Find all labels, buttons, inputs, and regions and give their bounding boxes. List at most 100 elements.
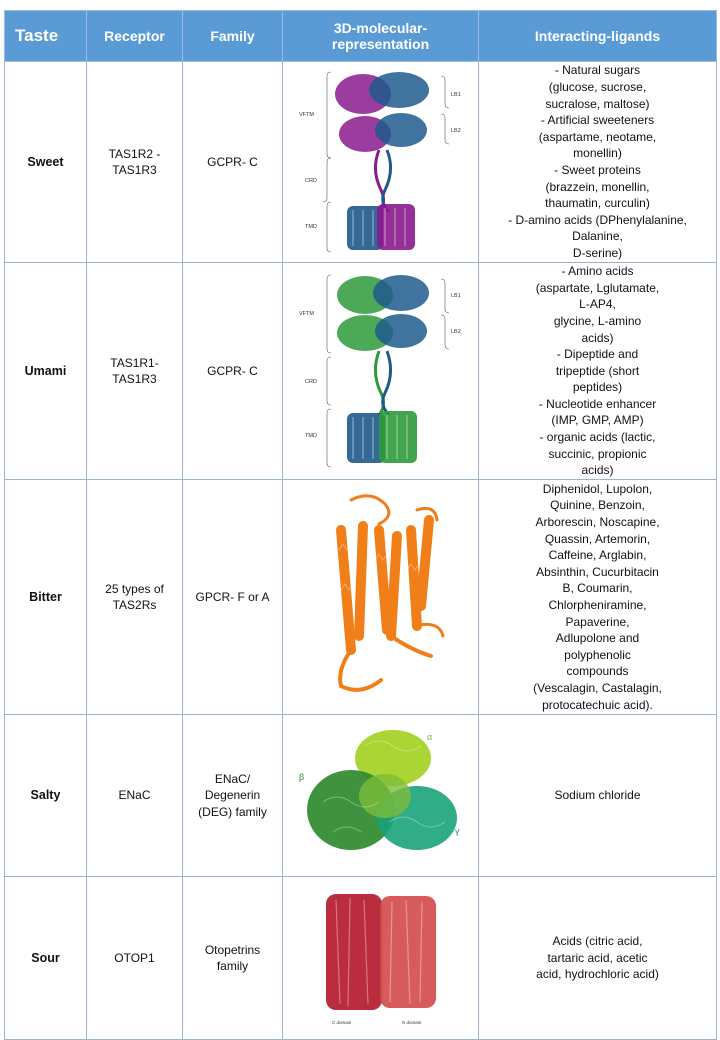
family-line: GCPR- C [207, 363, 258, 378]
receptor-cell: TAS1R1-TAS1R3 [86, 262, 183, 480]
label-c-domain: C domain [332, 1020, 352, 1025]
ligand-line: peptides) [572, 380, 623, 395]
ligand-line: L-AP4, [579, 297, 616, 312]
ligand-line: acids) [581, 330, 614, 345]
receptor-cell: TAS1R2 - TAS1R3 [86, 61, 183, 263]
receptor-cell: OTOP1 [86, 876, 183, 1040]
ligand-line: sucralose, maltose) [545, 96, 650, 111]
ligand-line: Caffeine, Arglabin, [548, 548, 647, 563]
family-cell: GCPR- C [182, 262, 283, 480]
label-alpha: α [427, 732, 432, 742]
header-representation-line: 3D-molecular- [333, 20, 428, 36]
taste-cell: Salty [4, 714, 87, 877]
ligand-line: Papaverine, [565, 614, 630, 629]
receptor-line: OTOP1 [114, 950, 155, 965]
structure-cell [282, 479, 479, 715]
label-crd: CRD [305, 379, 317, 385]
ligand-line: - organic acids (lactic, [539, 430, 656, 445]
ligand-line: succinic, propionic [548, 446, 647, 461]
ligand-line: polyphenolic [564, 647, 631, 662]
sweet-receptor-structure-image: VFTM LB1 LB2 CRD TMD [299, 71, 461, 253]
ligand-line: - Dipeptide and [556, 347, 639, 362]
protein-ribbons [334, 72, 429, 250]
structure-cell: VFTM LB1 LB2 CRD TMD [282, 61, 479, 263]
ligand-line: monellin) [573, 146, 622, 161]
ligand-line: protocatechuic acid). [542, 697, 653, 712]
label-lb2: LB2 [451, 128, 461, 134]
header-ligands: Interacting-ligands [478, 10, 717, 62]
label-tmd: TMD [305, 224, 317, 230]
family-line: (DEG) family [198, 804, 267, 819]
ligand-line: compounds [566, 664, 629, 679]
ligand-line: Quassin, Artemorin, [544, 531, 651, 546]
family-line: GPCR- F or A [195, 589, 270, 604]
receptor-line: TAS1R3 [112, 163, 157, 177]
ligands-cell: - Natural sugars (glucose, sucrose, sucr… [478, 61, 717, 263]
ligand-line: Arborescin, Noscapine, [535, 515, 660, 530]
ligand-line: (Vescalagin, Castalagin, [533, 680, 662, 695]
structure-cell: α β γ [282, 714, 479, 877]
taste-cell: Umami [4, 262, 87, 480]
ligand-line: - D-amino acids (DPhenylalanine, [508, 212, 687, 227]
protein-ribbons [336, 275, 429, 463]
ligand-line: Acids (citric acid, [552, 934, 643, 949]
family-line: GCPR- C [207, 154, 258, 169]
receptor-line: TAS2Rs [112, 598, 157, 612]
receptor-line: TAS1R3 [112, 372, 157, 386]
protein-ribbons [325, 894, 436, 1010]
bitter-receptor-structure-image [335, 493, 444, 692]
ligand-line: tripeptide (short [555, 363, 640, 378]
ligand-line: acids) [581, 463, 614, 478]
family-cell: ENaC/Degenerin(DEG) family [182, 714, 283, 877]
ligands-cell: Diphenidol, Lupolon, Quinine, Benzoin, A… [478, 479, 717, 715]
receptor-cell: 25 types of TAS2Rs [86, 479, 183, 715]
header-representation: 3D-molecular-representation [282, 10, 479, 62]
structure-cell: C domain N domain [282, 876, 479, 1040]
ligand-line: D-serine) [572, 245, 623, 260]
header-representation-line: representation [331, 36, 430, 52]
label-crd: CRD [305, 178, 317, 184]
taste-cell: Sweet [4, 61, 87, 263]
ligand-line: - Amino acids [561, 264, 634, 279]
ligand-line: Sodium chloride [554, 788, 641, 803]
ligand-line: Absinthin, Cucurbitacin [536, 564, 659, 579]
family-cell: GPCR- F or A [182, 479, 283, 715]
label-gamma: γ [455, 826, 460, 836]
header-family: Family [182, 10, 283, 62]
ligand-line: - Natural sugars [554, 63, 641, 78]
structure-cell: VFTM LB1 LB2 CRD TMD [282, 262, 479, 480]
ligand-line: - Artificial sweeteners [540, 113, 655, 128]
ligand-line: thaumatin, curculin) [545, 196, 650, 211]
ligand-line: - Sweet proteins [554, 163, 641, 177]
table-row-sour: Sour OTOP1 Otopetrins family C domain N d… [4, 876, 717, 1040]
table-row-umami: Umami TAS1R1-TAS1R3 GCPR- C VFTM LB1 LB2… [4, 262, 717, 480]
ligand-line: (aspartate, Lglutamate, [535, 280, 660, 295]
header-receptor: Receptor [86, 10, 183, 62]
family-line: family [216, 959, 249, 973]
protein-ribbons [306, 729, 457, 850]
ligands-cell: - Amino acids (aspartate, Lglutamate, L-… [478, 262, 717, 480]
ligand-line: - Nucleotide enhancer [538, 396, 657, 411]
receptor-line: 25 types of [105, 581, 164, 596]
protein-ribbons [335, 493, 444, 692]
salty-receptor-structure-image: α β γ [299, 729, 460, 850]
ligands-cell: Sodium chloride [478, 714, 717, 877]
label-vftm: VFTM [299, 112, 314, 118]
ligands-cell: Acids (citric acid, tartaric acid, aceti… [478, 876, 717, 1040]
label-vftm: VFTM [299, 311, 314, 317]
label-lb1: LB1 [451, 92, 461, 98]
label-tmd: TMD [305, 433, 317, 439]
family-line: ENaC/ [214, 771, 251, 786]
family-line: Otopetrins [204, 942, 261, 957]
ligand-line: Dalanine, [572, 229, 623, 244]
taste-cell: Bitter [4, 479, 87, 715]
family-cell: Otopetrins family [182, 876, 283, 1040]
ligand-line: glycine, L-amino [553, 313, 642, 328]
taste-cell: Sour [4, 876, 87, 1040]
taste-receptor-table: Taste Receptor Family 3D-molecular-repre… [4, 10, 717, 1040]
label-beta: β [299, 772, 304, 782]
label-lb2: LB2 [451, 329, 461, 335]
ligand-line: Diphenidol, Lupolon, [542, 481, 653, 496]
table-row-bitter: Bitter 25 types of TAS2Rs GPCR- F or A [4, 479, 717, 715]
receptor-line: TAS1R2 - [108, 146, 161, 161]
